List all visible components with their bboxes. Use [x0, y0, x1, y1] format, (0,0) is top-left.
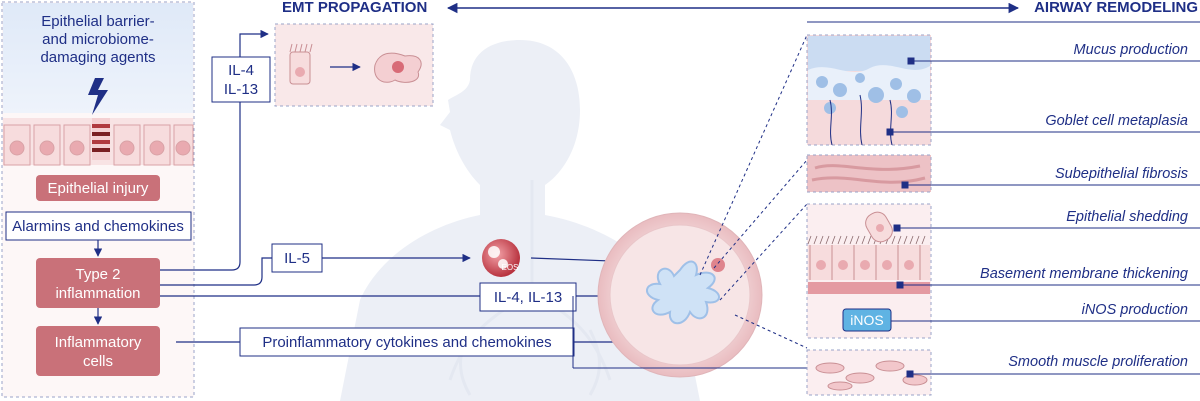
mesenchymal-cell-icon	[374, 52, 422, 83]
agents-line-1: Epithelial barrier-	[41, 13, 154, 30]
il5-box	[271, 243, 323, 273]
remodeling-item-goblet: Goblet cell metaplasia	[1045, 113, 1188, 129]
inos-label: iNOS	[850, 312, 883, 328]
agents-line-3: damaging agents	[40, 49, 155, 66]
il5-arrow	[160, 253, 471, 286]
remodeling-item-shedding: Epithelial shedding	[1066, 209, 1188, 225]
il4-top-label: IL-4	[228, 62, 254, 79]
alarmins-box	[5, 211, 192, 241]
remodeling-item-inos: iNOS production	[1082, 302, 1188, 318]
shedding-basement-panel	[806, 203, 932, 339]
epithelial-injury-box	[36, 175, 160, 201]
epithelial-cell-icon	[289, 43, 313, 85]
type2-line-2: inflammation	[55, 285, 140, 302]
remodeling-pointers	[886, 57, 1200, 378]
il4-il13-top-box	[211, 56, 271, 103]
remodeling-item-fibrosis: Subepithelial fibrosis	[1055, 166, 1188, 182]
airway-cross-section	[597, 212, 763, 378]
eos-label: EOS	[502, 263, 519, 272]
inflammatory-cells-line-2: cells	[83, 353, 113, 370]
eosinophil-cell	[482, 239, 520, 277]
lightning-icon	[88, 78, 108, 115]
mucus-goblet-panel	[806, 34, 932, 146]
zoom-lines	[699, 34, 808, 349]
emt-propagation-header: EMT PROPAGATION	[282, 0, 427, 16]
inflammatory-cells-line-1: Inflammatory	[55, 334, 142, 351]
proinflammatory-label: Proinflammatory cytokines and chemokines	[262, 334, 551, 351]
il5-label: IL-5	[284, 250, 310, 267]
remodeling-item-mucus: Mucus production	[1074, 42, 1188, 58]
il4-il13-mid-label: IL-4, IL-13	[494, 289, 562, 306]
tight-junction-damage	[92, 118, 110, 160]
type2-line-1: Type 2	[75, 266, 120, 283]
remodeling-item-smooth-muscle: Smooth muscle proliferation	[1008, 354, 1188, 370]
proinflammatory-box	[239, 327, 575, 357]
remodeling-item-basement: Basement membrane thickening	[980, 266, 1188, 282]
il13-top-label: IL-13	[224, 81, 258, 98]
inflammatory-cells-box	[36, 326, 160, 376]
type2-inflammation-box	[36, 258, 160, 308]
epithelial-injury-label: Epithelial injury	[48, 180, 149, 197]
il4-il13-mid-box	[479, 282, 577, 312]
emt-arrow	[160, 29, 269, 271]
airway-remodeling-header: AIRWAY REMODELING	[1034, 0, 1198, 16]
agents-line-2: and microbiome-	[42, 31, 154, 48]
fibrosis-panel	[806, 154, 932, 193]
alarmins-label: Alarmins and chemokines	[12, 218, 184, 235]
